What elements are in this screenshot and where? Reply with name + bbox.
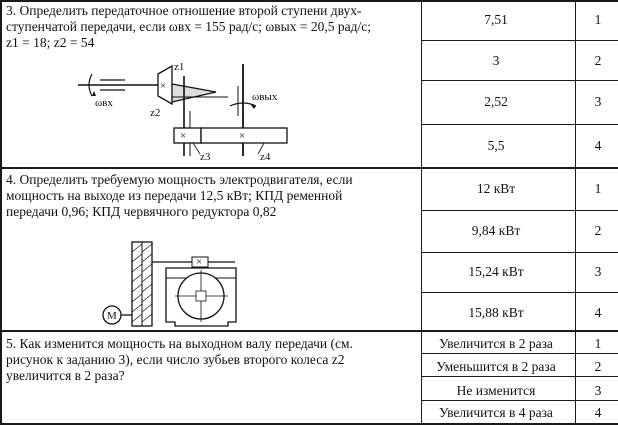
drive-diagram: M × xyxy=(102,241,237,327)
answer-q5-2: Уменьшится в 2 раза xyxy=(436,359,556,374)
z2-label: z2 xyxy=(150,107,160,119)
z4-label: z4 xyxy=(260,151,271,163)
svg-text:×: × xyxy=(160,80,166,92)
block-divider-1 xyxy=(0,167,618,169)
question-line: 5. Как изменится мощность на выходном ва… xyxy=(6,336,353,351)
answer-num-q5-4: 4 xyxy=(594,405,602,420)
question-line: 3. Определить передаточное отношение вто… xyxy=(6,3,362,18)
question-4-text: 4. Определить требуемую мощность электро… xyxy=(6,172,353,220)
row-divider xyxy=(421,376,618,377)
answer-q3-4: 5,5 xyxy=(487,138,505,153)
answer-num-q3-4: 4 xyxy=(594,138,602,153)
answer-num-q3-3: 3 xyxy=(594,94,602,109)
gear-train-diagram: ωвх × z1 z2 ωвых × × z3 z4 xyxy=(78,61,288,163)
row-divider xyxy=(421,40,618,41)
question-line: мощность на выходе из передачи 12,5 кВт;… xyxy=(6,188,343,203)
answer-q4-2: 9,84 кВт xyxy=(471,223,521,238)
row-divider xyxy=(421,80,618,81)
question-line: рисунок к заданию 3), если число зубьев … xyxy=(6,352,345,367)
row-divider xyxy=(421,252,618,253)
answer-q3-3: 2,52 xyxy=(484,94,508,109)
answer-q3-1: 7,51 xyxy=(484,12,508,27)
z1-label: z1 xyxy=(174,61,184,73)
question-line: ступенчатой передачи, если ωвх = 155 рад… xyxy=(6,19,371,34)
column-divider-question xyxy=(421,0,422,425)
answer-q5-3: Не изменится xyxy=(456,383,536,398)
answer-num-q5-2: 2 xyxy=(594,359,602,374)
question-5-text: 5. Как изменится мощность на выходном ва… xyxy=(6,336,353,384)
z3-label: z3 xyxy=(200,151,211,163)
row-divider xyxy=(421,353,618,354)
question-line: передачи 0,96; КПД червячного редуктора … xyxy=(6,204,277,219)
row-divider xyxy=(421,210,618,211)
motor-label: M xyxy=(107,310,117,322)
answer-q4-4: 15,88 кВт xyxy=(468,305,524,320)
question-line: увеличится в 2 раза? xyxy=(6,368,125,383)
table-border-left xyxy=(0,0,2,425)
omega-out-label: ωвых xyxy=(252,91,278,103)
answer-num-q4-4: 4 xyxy=(594,305,602,320)
answer-num-q3-1: 1 xyxy=(594,12,602,27)
omega-in-label: ωвх xyxy=(95,97,113,109)
answer-num-q3-2: 2 xyxy=(594,53,602,68)
svg-text:×: × xyxy=(196,256,202,268)
row-divider xyxy=(421,292,618,293)
question-3-text: 3. Определить передаточное отношение вто… xyxy=(6,3,371,51)
table-border-bottom xyxy=(0,423,618,425)
answer-q4-1: 12 кВт xyxy=(476,181,516,196)
question-line: z1 = 18; z2 = 54 xyxy=(6,35,95,50)
answer-num-q4-2: 2 xyxy=(594,223,602,238)
answer-q4-3: 15,24 кВт xyxy=(468,264,524,279)
block-divider-2 xyxy=(0,330,618,332)
answer-num-q5-3: 3 xyxy=(594,383,602,398)
answer-q5-4: Увеличится в 4 раза xyxy=(439,405,553,420)
table-border-top xyxy=(0,0,618,2)
row-divider xyxy=(421,400,618,401)
question-line: 4. Определить требуемую мощность электро… xyxy=(6,172,353,187)
answer-num-q5-1: 1 xyxy=(594,336,602,351)
row-divider xyxy=(421,124,618,125)
answer-q5-1: Увеличится в 2 раза xyxy=(439,336,553,351)
svg-text:×: × xyxy=(180,130,186,142)
column-divider-answer xyxy=(575,0,576,425)
svg-text:×: × xyxy=(239,130,245,142)
answer-num-q4-3: 3 xyxy=(594,264,602,279)
answer-q3-2: 3 xyxy=(492,53,500,68)
answer-num-q4-1: 1 xyxy=(594,181,602,196)
